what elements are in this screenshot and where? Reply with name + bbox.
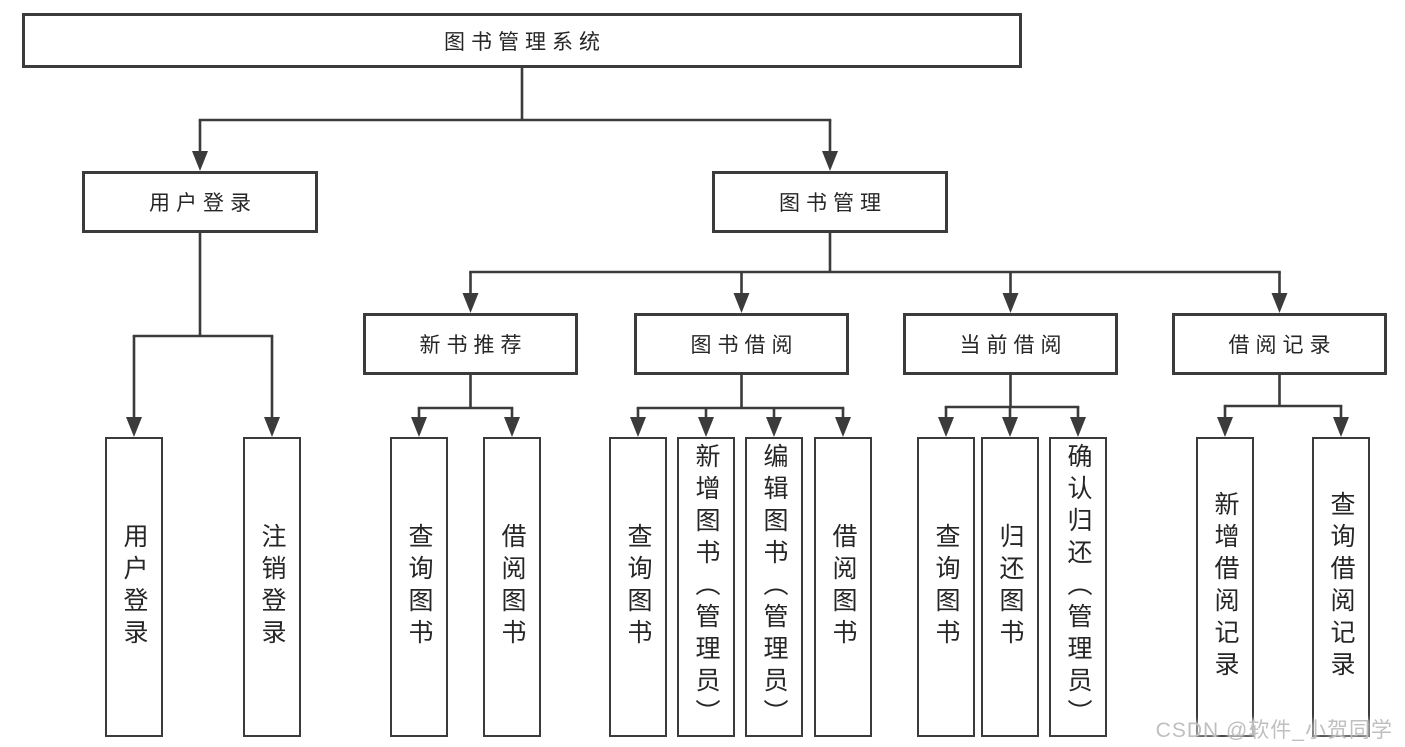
node-borrow-records: 借阅记录: [1172, 313, 1387, 375]
node-book-borrowing: 图书借阅: [634, 313, 849, 375]
arrow-down-icon: [938, 417, 954, 437]
connector-records-to-leaves: [1217, 375, 1349, 437]
node-borrow-records-label: 借阅记录: [1228, 334, 1337, 357]
leaf-query-borrow-record: 查询借阅记录: [1312, 437, 1370, 737]
arrow-down-icon: [1217, 417, 1233, 437]
arrow-down-icon: [1002, 417, 1018, 437]
node-current-borrowing-label: 当前借阅: [959, 334, 1068, 357]
leaf-query-books-3: 查询图书: [917, 437, 975, 737]
connector-current-to-leaves: [938, 375, 1086, 437]
leaf-query-books-3-label: 查询图书: [932, 523, 960, 651]
leaf-return-books-label: 归还图书: [996, 523, 1024, 651]
arrow-down-icon: [264, 417, 280, 437]
node-new-book-recommend: 新书推荐: [363, 313, 578, 375]
leaf-edit-books-admin-label: 编辑图书（管理员）: [760, 443, 788, 731]
arrow-down-icon: [411, 417, 427, 437]
node-current-borrowing: 当前借阅: [903, 313, 1118, 375]
node-book-borrowing-label: 图书借阅: [690, 334, 799, 357]
leaf-query-borrow-record-label: 查询借阅记录: [1327, 491, 1355, 683]
node-book-management-label: 图书管理: [779, 192, 887, 215]
leaf-logout: 注销登录: [243, 437, 301, 737]
leaf-borrow-books-2: 借阅图书: [814, 437, 872, 737]
arrow-down-icon: [192, 151, 208, 171]
arrow-down-icon: [1002, 293, 1019, 313]
leaf-query-books-2-label: 查询图书: [624, 523, 652, 651]
arrow-down-icon: [822, 151, 838, 171]
leaf-add-borrow-record: 新增借阅记录: [1196, 437, 1254, 737]
connector-borrowing-to-leaves: [630, 375, 851, 437]
connector-root-to-level2: [192, 68, 838, 171]
leaf-add-borrow-record-label: 新增借阅记录: [1211, 491, 1239, 683]
leaf-confirm-return-admin: 确认归还（管理员）: [1049, 437, 1107, 737]
arrow-down-icon: [504, 417, 520, 437]
csdn-watermark: CSDN @软件_小贺同学: [1155, 719, 1393, 742]
leaf-user-login: 用户登录: [105, 437, 163, 737]
arrow-down-icon: [462, 293, 479, 313]
arrow-down-icon: [733, 293, 750, 313]
leaf-borrow-books-1: 借阅图书: [483, 437, 541, 737]
arrow-down-icon: [126, 417, 142, 437]
arrow-down-icon: [1271, 293, 1288, 313]
leaf-borrow-books-1-label: 借阅图书: [498, 523, 526, 651]
arrow-down-icon: [766, 417, 782, 437]
connector-userlogin-to-leaves: [126, 233, 280, 437]
leaf-return-books: 归还图书: [981, 437, 1039, 737]
connector-bookmgmt-to-level3: [462, 233, 1288, 313]
leaf-add-books-admin-label: 新增图书（管理员）: [692, 443, 720, 731]
leaf-query-books-1-label: 查询图书: [405, 523, 433, 651]
leaf-query-books-1: 查询图书: [390, 437, 448, 737]
leaf-confirm-return-admin-label: 确认归还（管理员）: [1064, 443, 1092, 731]
connector-newbooks-to-leaves: [411, 375, 520, 437]
node-root: 图书管理系统: [22, 13, 1022, 68]
leaf-add-books-admin: 新增图书（管理员）: [677, 437, 735, 737]
leaf-borrow-books-2-label: 借阅图书: [829, 523, 857, 651]
leaf-user-login-label: 用户登录: [120, 523, 148, 651]
leaf-edit-books-admin: 编辑图书（管理员）: [745, 437, 803, 737]
arrow-down-icon: [835, 417, 851, 437]
node-user-login-label: 用户登录: [149, 192, 257, 215]
node-root-label: 图书管理系统: [444, 30, 606, 54]
arrow-down-icon: [698, 417, 714, 437]
leaf-logout-label: 注销登录: [258, 523, 286, 651]
leaf-query-books-2: 查询图书: [609, 437, 667, 737]
node-user-login: 用户登录: [82, 171, 318, 233]
node-new-book-recommend-label: 新书推荐: [419, 334, 528, 357]
arrow-down-icon: [1333, 417, 1349, 437]
node-book-management: 图书管理: [712, 171, 948, 233]
arrow-down-icon: [630, 417, 646, 437]
arrow-down-icon: [1070, 417, 1086, 437]
